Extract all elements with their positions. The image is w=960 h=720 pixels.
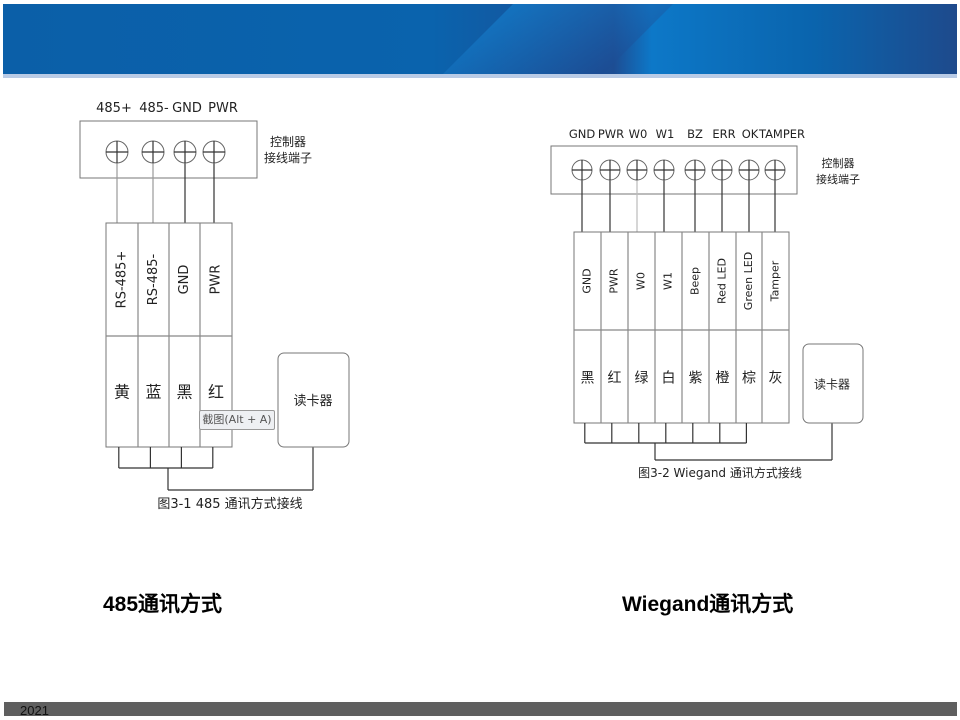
title-485: 485通讯方式 (103, 593, 223, 616)
controller-terminal-block (550, 145, 798, 195)
wire-function-label: Beep (689, 267, 702, 295)
controller-terminal-block (79, 120, 258, 179)
wire-function-label: Red LED (716, 258, 729, 304)
card-reader-label: 读卡器 (293, 394, 332, 409)
terminal-label: OK (742, 127, 759, 141)
controller-label: 接线端子 (816, 172, 860, 186)
terminal-label: TAMPER (758, 127, 805, 141)
wire-color-label: 紫 (689, 371, 703, 387)
wire-function-label: GND (581, 268, 594, 293)
footer-bar (4, 702, 957, 716)
terminal-label: W0 (629, 127, 648, 141)
wire-function-label: W0 (635, 272, 648, 290)
wire-function-label: PWR (209, 265, 224, 295)
screenshot-tooltip: 截图(Alt + A) (199, 410, 275, 430)
terminal-label: 485- (139, 101, 169, 116)
wire-color-label: 橙 (716, 371, 730, 387)
wire-function-label: RS-485- (146, 253, 161, 305)
terminal-label: W1 (656, 127, 675, 141)
wire-color-label: 红 (208, 383, 224, 402)
header-strip (3, 74, 957, 78)
header-banner (3, 4, 957, 74)
wire-color-label: 黑 (581, 371, 595, 387)
terminal-label: PWR (208, 101, 238, 116)
title-wiegand: Wiegand通讯方式 (622, 593, 794, 616)
wire-color-label: 灰 (769, 371, 783, 387)
wire-color-label: 红 (608, 371, 622, 387)
controller-label: 控制器 (822, 156, 855, 170)
terminal-label: ERR (712, 127, 735, 141)
wire-color-label: 黑 (176, 383, 192, 402)
wire-function-label: W1 (662, 272, 675, 290)
wire-color-label: 棕 (742, 371, 756, 387)
wire-function-label: GND (177, 265, 192, 295)
terminal-label: 485+ (96, 101, 132, 116)
wire-function-label: Tamper (769, 260, 782, 302)
footer-year: 2021 (20, 703, 49, 718)
controller-label: 控制器 (270, 135, 306, 149)
card-reader-box (802, 343, 864, 424)
controller-label: 接线端子 (264, 150, 312, 165)
wire-color-label: 蓝 (145, 383, 161, 402)
wire-function-label: PWR (608, 268, 621, 294)
wire-function-label: Green LED (742, 252, 755, 310)
figure-caption: 图3-2 Wiegand 通讯方式接线 (638, 465, 802, 480)
terminal-label: GND (172, 101, 202, 116)
wire-color-label: 白 (662, 371, 676, 387)
terminal-label: BZ (687, 127, 703, 141)
terminal-label: PWR (598, 127, 624, 141)
terminal-label: GND (569, 127, 596, 141)
wire-color-label: 绿 (635, 371, 649, 387)
wire-function-label: RS-485+ (115, 251, 130, 309)
figure-caption: 图3-1 485 通讯方式接线 (157, 496, 302, 512)
card-reader-label: 读卡器 (814, 378, 850, 392)
card-reader-box (277, 352, 350, 448)
wire-color-label: 黄 (114, 383, 130, 402)
